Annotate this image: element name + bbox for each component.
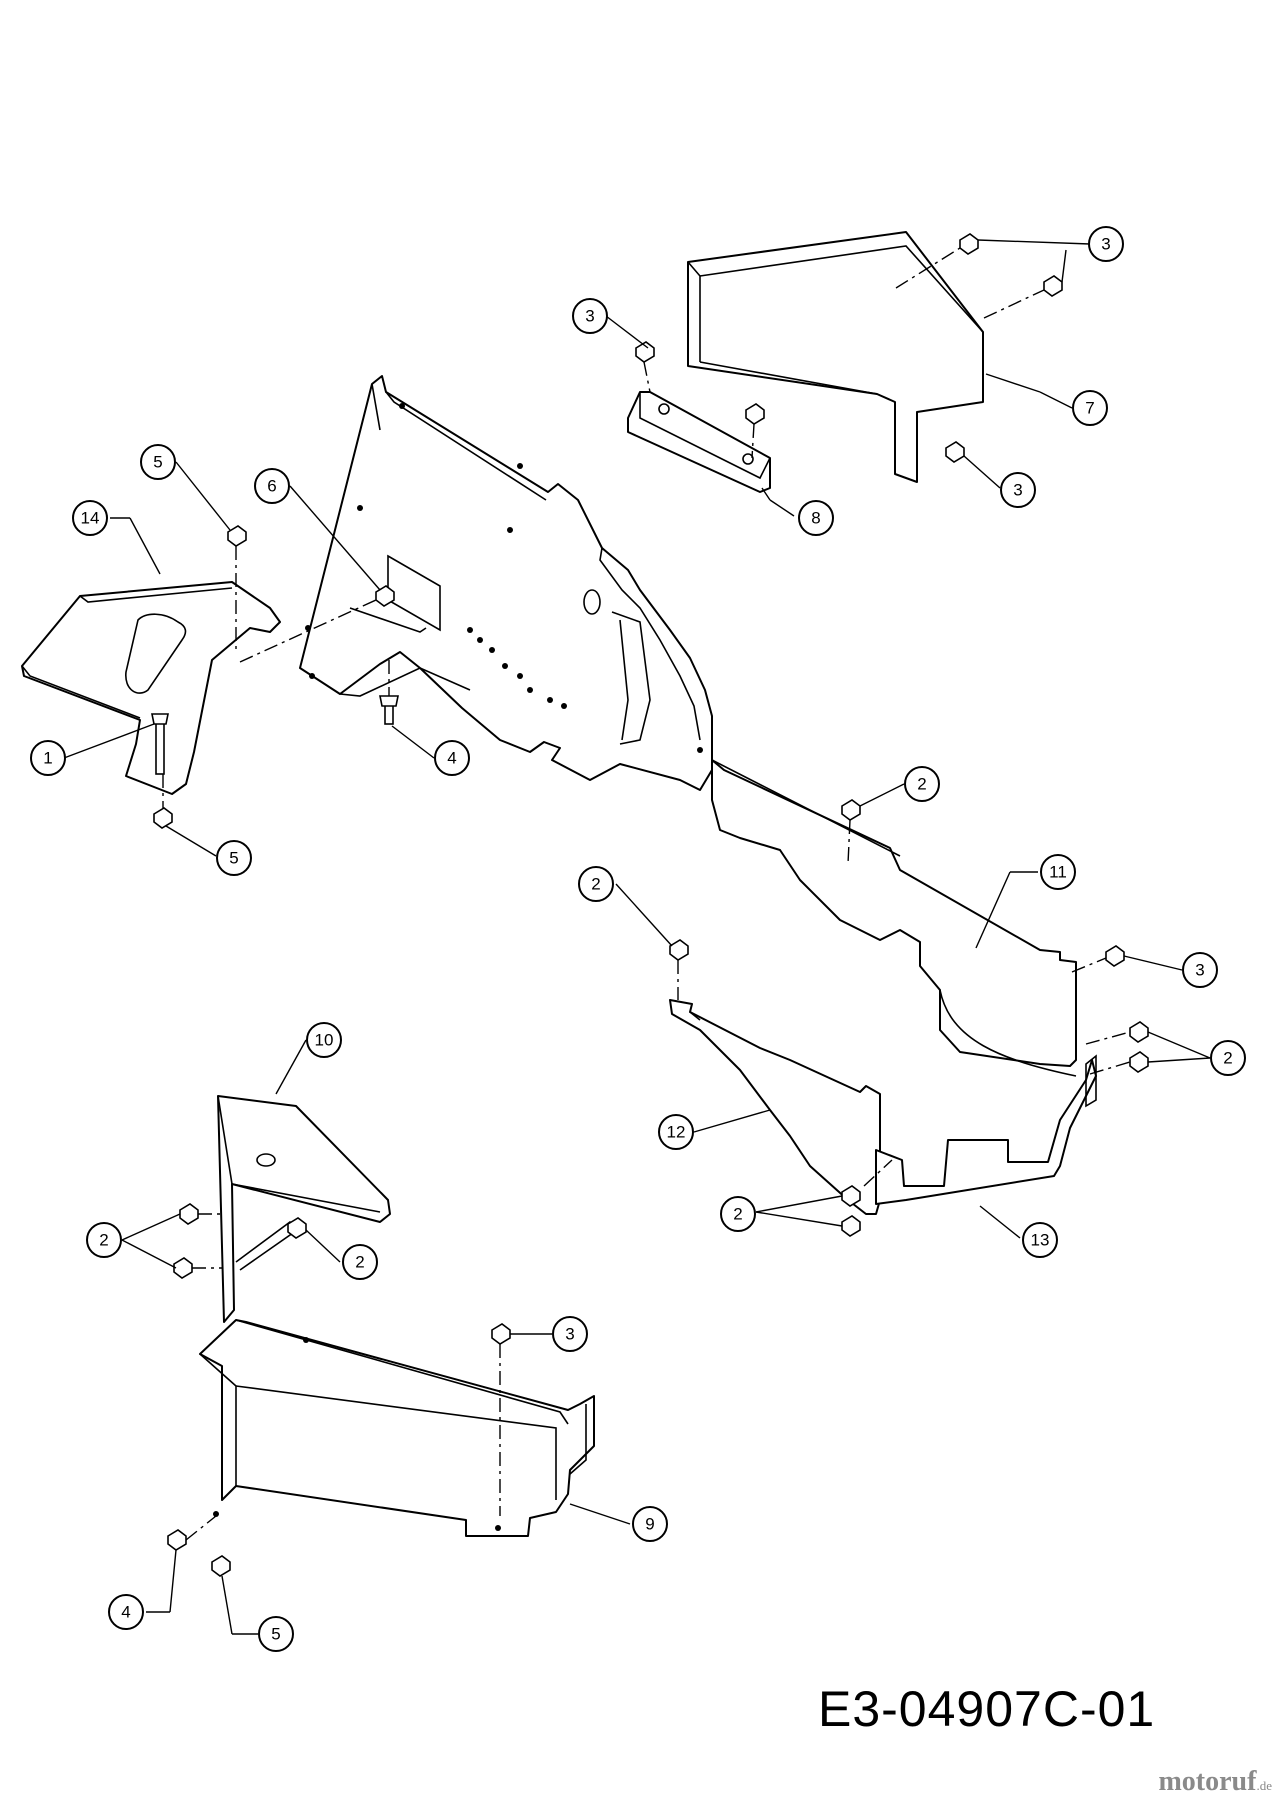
svg-text:5: 5 bbox=[229, 849, 238, 868]
svg-text:2: 2 bbox=[733, 1205, 742, 1224]
svg-text:2: 2 bbox=[355, 1253, 364, 1272]
callout-2f: 2 bbox=[342, 1244, 378, 1280]
callout-4a: 4 bbox=[434, 740, 470, 776]
svg-text:1: 1 bbox=[43, 749, 52, 768]
callout-10: 10 bbox=[306, 1022, 342, 1058]
part-8-bracket bbox=[627, 391, 771, 493]
callout-6: 6 bbox=[254, 468, 290, 504]
callout-14: 14 bbox=[72, 500, 108, 536]
svg-text:4: 4 bbox=[447, 749, 456, 768]
watermark-brand: motoruf bbox=[1158, 1766, 1257, 1797]
callout-4b: 4 bbox=[108, 1594, 144, 1630]
svg-text:7: 7 bbox=[1085, 399, 1094, 418]
svg-text:3: 3 bbox=[565, 1325, 574, 1344]
callout-7: 7 bbox=[1072, 390, 1108, 426]
watermark-logo: motoruf.de bbox=[1158, 1766, 1272, 1798]
svg-text:3: 3 bbox=[585, 307, 594, 326]
svg-text:2: 2 bbox=[1223, 1049, 1232, 1068]
svg-text:3: 3 bbox=[1013, 481, 1022, 500]
svg-text:5: 5 bbox=[153, 453, 162, 472]
callout-2d: 2 bbox=[720, 1196, 756, 1232]
svg-text:3: 3 bbox=[1101, 235, 1110, 254]
callout-3d: 3 bbox=[1182, 952, 1218, 988]
svg-text:8: 8 bbox=[811, 509, 820, 528]
callout-5a: 5 bbox=[140, 444, 176, 480]
part-13-base bbox=[875, 1054, 1097, 1205]
callout-3c: 3 bbox=[1000, 472, 1036, 508]
svg-text:11: 11 bbox=[1049, 863, 1067, 882]
svg-text:6: 6 bbox=[267, 477, 276, 496]
watermark-suffix: .de bbox=[1256, 1778, 1272, 1793]
callout-2a: 2 bbox=[904, 766, 940, 802]
svg-text:5: 5 bbox=[271, 1625, 280, 1644]
svg-text:13: 13 bbox=[1031, 1231, 1050, 1250]
callout-2b: 2 bbox=[578, 866, 614, 902]
svg-text:12: 12 bbox=[667, 1123, 686, 1142]
svg-text:4: 4 bbox=[121, 1603, 130, 1622]
part-11-strip bbox=[711, 759, 1077, 1077]
part-14-left-shield bbox=[21, 581, 281, 795]
callout-5b: 5 bbox=[216, 840, 252, 876]
alignment-lines bbox=[162, 247, 1131, 1541]
callout-2c: 2 bbox=[1210, 1040, 1246, 1076]
part-9-duct bbox=[199, 1319, 595, 1537]
callout-3b: 3 bbox=[572, 298, 608, 334]
part-7-cover bbox=[687, 231, 984, 483]
callout-5c: 5 bbox=[258, 1616, 294, 1652]
callout-3a: 3 bbox=[1088, 226, 1124, 262]
fasteners bbox=[151, 233, 1149, 1577]
svg-text:2: 2 bbox=[917, 775, 926, 794]
callout-8: 8 bbox=[798, 500, 834, 536]
svg-text:2: 2 bbox=[591, 875, 600, 894]
callout-9: 9 bbox=[632, 1506, 668, 1542]
leader-lines bbox=[63, 239, 1211, 1635]
callout-12: 12 bbox=[658, 1114, 694, 1150]
part-10-bracket bbox=[217, 1095, 391, 1323]
part-6-main-panel bbox=[299, 375, 713, 791]
callout-2e: 2 bbox=[86, 1222, 122, 1258]
callout-3e: 3 bbox=[552, 1316, 588, 1352]
svg-text:14: 14 bbox=[81, 509, 100, 528]
diagram-code: E3-04907C-01 bbox=[818, 1681, 1156, 1737]
callout-11: 11 bbox=[1040, 854, 1076, 890]
svg-text:2: 2 bbox=[99, 1231, 108, 1250]
svg-text:9: 9 bbox=[645, 1515, 654, 1534]
callout-13: 13 bbox=[1022, 1222, 1058, 1258]
callout-1: 1 bbox=[30, 740, 66, 776]
svg-text:10: 10 bbox=[315, 1031, 334, 1050]
part-12-strip bbox=[669, 999, 881, 1215]
svg-text:3: 3 bbox=[1195, 961, 1204, 980]
